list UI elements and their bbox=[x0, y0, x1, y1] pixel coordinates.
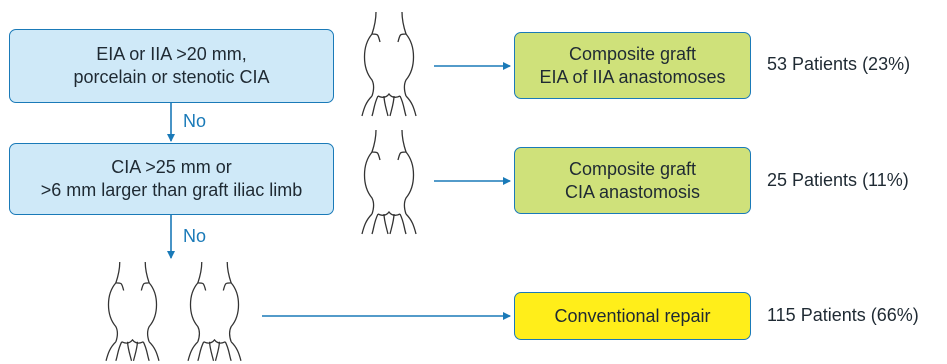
decision-2-line-2: >6 mm larger than graft iliac limb bbox=[40, 180, 303, 200]
no-label-1: No bbox=[183, 111, 207, 131]
outcome-box-composite-eia: Composite graft EIA of IIA anastomoses bbox=[514, 32, 751, 99]
no-label-2: No bbox=[183, 226, 207, 246]
outcome-1-line-2: EIA of IIA anastomoses bbox=[539, 66, 726, 87]
outcome-2-line-1: Composite graft bbox=[568, 158, 697, 179]
decision-1-line-2: porcelain or stenotic CIA bbox=[73, 67, 270, 87]
outcome-box-composite-cia: Composite graft CIA anastomosis bbox=[514, 147, 751, 214]
outcome-1-patients: 53 Patients (23%) bbox=[767, 54, 911, 74]
decision-2-line-1: CIA >25 mm or bbox=[111, 157, 232, 177]
aneurysm-sketch-3 bbox=[105, 261, 160, 362]
aneurysm-sketch-2 bbox=[361, 129, 417, 235]
outcome-box-conventional: Conventional repair bbox=[514, 292, 751, 340]
outcome-2-line-2: CIA anastomosis bbox=[564, 181, 701, 202]
decision-box-cia: CIA >25 mm or >6 mm larger than graft il… bbox=[9, 143, 334, 215]
outcome-3-patients: 115 Patients (66%) bbox=[767, 305, 919, 325]
decision-box-eia-iia: EIA or IIA >20 mm, porcelain or stenotic… bbox=[9, 29, 334, 103]
aneurysm-sketch-4 bbox=[187, 261, 242, 362]
outcome-3-label: Conventional repair bbox=[554, 305, 711, 326]
outcome-2-patients: 25 Patients (11%) bbox=[767, 170, 909, 190]
outcome-1-line-1: Composite graft bbox=[568, 43, 697, 64]
decision-1-line-1: EIA or IIA >20 mm, bbox=[96, 44, 247, 64]
aneurysm-sketch-1 bbox=[361, 11, 417, 117]
